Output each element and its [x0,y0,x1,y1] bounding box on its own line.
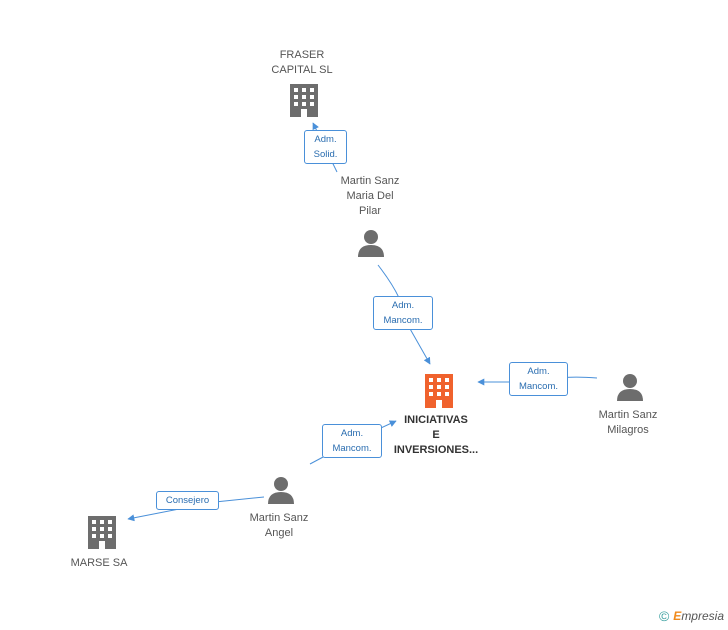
empresia-logo: Empresia [673,609,724,623]
marse-sa-label[interactable]: MARSE SA [70,557,128,569]
person-icon[interactable] [268,477,294,504]
copyright-icon: © [658,608,670,624]
edge-label-adm-mancom: Adm. Mancom. [509,362,568,396]
martin-sanz-milagros-label[interactable]: Martin Sanz Milagros [598,409,658,436]
edge-label-adm-mancom: Adm. Mancom. [322,424,382,458]
edge-label-adm-mancom: Adm. Mancom. [373,296,433,330]
martin-sanz-maria-label[interactable]: Martin Sanz Maria Del Pilar [340,175,400,217]
edge-label-adm-solid: Adm. Solid. [304,130,347,164]
martin-sanz-angel-label[interactable]: Martin Sanz Angel [249,512,309,539]
fraser-capital-label[interactable]: FRASER CAPITAL SL [271,49,333,76]
building-icon[interactable] [88,516,116,549]
building-icon[interactable] [290,84,318,117]
focus-building-icon[interactable] [425,374,453,408]
edge-label-consejero: Consejero [156,491,219,510]
person-icon[interactable] [358,230,384,257]
iniciativas-inversiones-label[interactable]: INICIATIVAS E INVERSIONES... [393,414,479,456]
empresia-watermark: © Empresia [659,608,724,624]
person-icon[interactable] [617,374,643,401]
